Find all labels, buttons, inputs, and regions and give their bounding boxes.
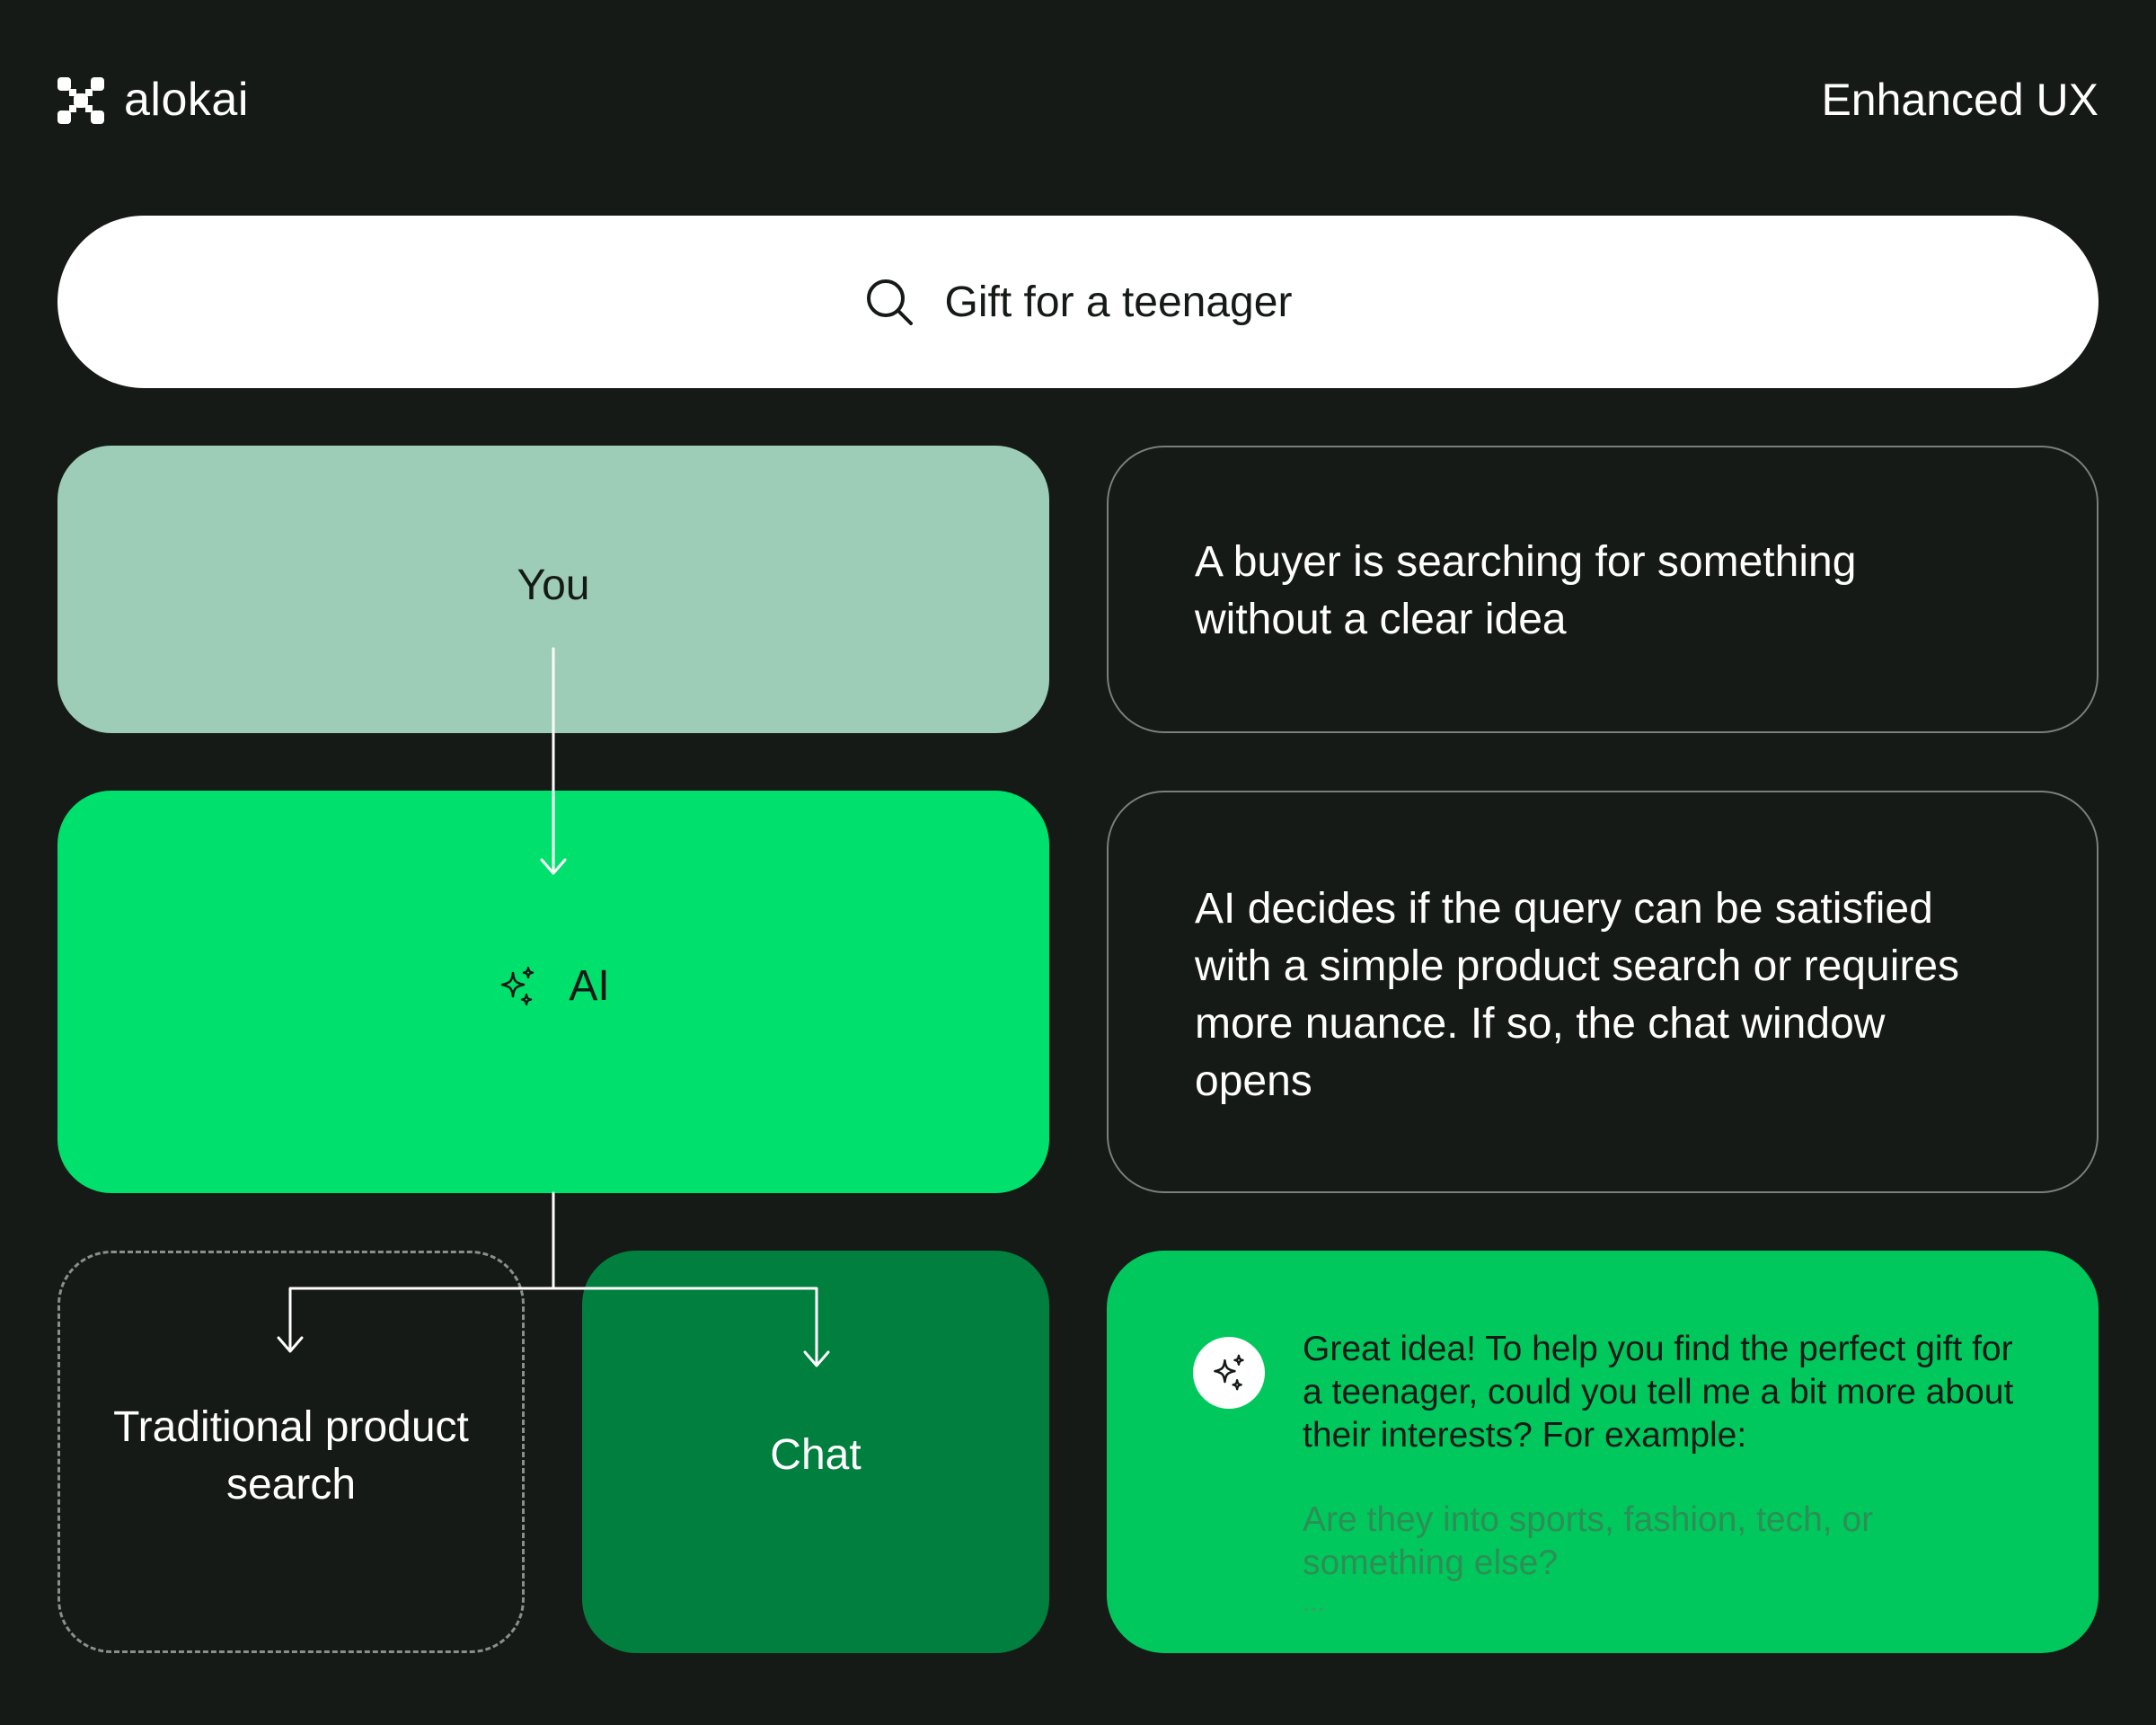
chat-assistant-message: Great idea! To help you find the perfect… — [1303, 1330, 2014, 1455]
flow-node-you-label: You — [517, 562, 590, 609]
brand-name[interactable]: alokai — [124, 74, 249, 126]
search-bar[interactable]: Gift for a teenager — [57, 216, 2099, 388]
description-card-search: A buyer is searching for something witho… — [1107, 446, 2099, 733]
description-text-ai: AI decides if the query can be satisfied… — [1195, 885, 1960, 1105]
alokai-logo-icon — [57, 77, 104, 124]
search-query[interactable]: Gift for a teenager — [944, 278, 1293, 326]
chat-suggestion-text: Are they into sports, fashion, tech, or … — [1303, 1500, 1874, 1582]
chat-preview-card: Great idea! To help you find the perfect… — [1107, 1251, 2099, 1653]
flow-node-ai: AI — [57, 791, 1049, 1193]
chat-avatar — [1193, 1337, 1265, 1409]
search-icon — [866, 279, 913, 325]
flow-node-traditional-search-label: Traditional product search — [113, 1403, 469, 1508]
flow-node-traditional-search: Traditional product search — [57, 1251, 525, 1653]
description-text-search: A buyer is searching for something witho… — [1195, 538, 1857, 643]
description-card-ai: AI decides if the query can be satisfied… — [1107, 791, 2099, 1193]
chat-ellipsis: ... — [1303, 1588, 1326, 1617]
flow-node-chat-label: Chat — [770, 1431, 862, 1479]
sparkle-icon — [1214, 1354, 1244, 1391]
page-title: Enhanced UX — [1821, 75, 2099, 125]
sparkle-icon — [501, 966, 535, 1005]
flow-node-ai-label: AI — [569, 962, 610, 1010]
flow-node-ai-content: AI — [57, 961, 1049, 1011]
flow-node-you: You — [57, 446, 1049, 733]
flow-node-chat: Chat — [582, 1251, 1049, 1653]
